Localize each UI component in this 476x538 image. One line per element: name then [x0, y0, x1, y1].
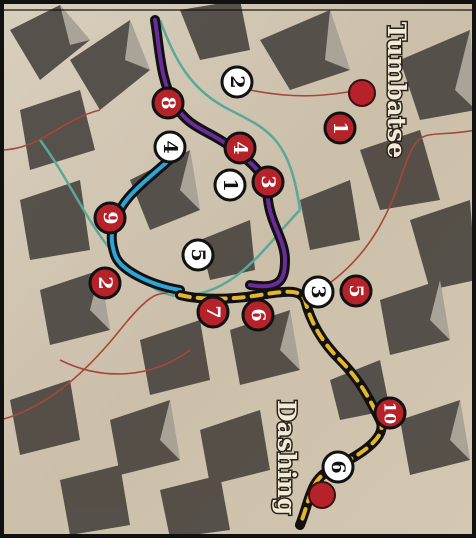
marker-white-6[interactable]: 6 — [321, 450, 355, 484]
marker-red-5[interactable]: 5 — [339, 274, 373, 308]
svg-text:4: 4 — [159, 140, 181, 153]
svg-text:5: 5 — [345, 284, 367, 297]
label-tumbatse: Tumbatse — [382, 22, 411, 158]
svg-text:10: 10 — [381, 402, 400, 424]
svg-text:2: 2 — [94, 276, 116, 289]
marker-red-7[interactable]: 7 — [196, 295, 230, 329]
marker-red-3[interactable]: 3 — [251, 165, 285, 199]
rivers — [38, 19, 302, 298]
svg-text:4: 4 — [229, 141, 251, 154]
marker-red-2[interactable]: 2 — [88, 266, 122, 300]
svg-text:3: 3 — [257, 175, 279, 188]
marker-white-3[interactable]: 3 — [301, 275, 335, 309]
svg-text:7: 7 — [202, 305, 224, 318]
svg-text:6: 6 — [247, 308, 269, 321]
marker-red-8[interactable]: 8 — [151, 86, 185, 120]
svg-text:2: 2 — [226, 75, 248, 88]
marker-red-4[interactable]: 4 — [223, 131, 257, 165]
svg-text:5: 5 — [187, 248, 209, 261]
marker-white-1[interactable]: 1 — [213, 168, 247, 202]
svg-text:6: 6 — [327, 460, 349, 473]
svg-text:3: 3 — [307, 285, 329, 298]
mountain-highlights — [60, 5, 476, 460]
marker-white-5[interactable]: 5 — [181, 238, 215, 272]
svg-text:1: 1 — [219, 178, 241, 191]
town-dot-tumbatse[interactable] — [348, 79, 376, 107]
roads — [0, 89, 476, 421]
marker-red-10[interactable]: 10 — [373, 396, 407, 430]
marker-white-2[interactable]: 2 — [220, 65, 254, 99]
label-dashing: Dashing — [272, 400, 301, 515]
marker-red-1[interactable]: 1 — [323, 111, 357, 145]
svg-text:1: 1 — [329, 121, 351, 134]
svg-text:9: 9 — [99, 211, 121, 224]
town-dot-dashing[interactable] — [308, 481, 336, 509]
svg-text:8: 8 — [157, 96, 179, 109]
marker-red-9[interactable]: 9 — [93, 201, 127, 235]
marker-white-4[interactable]: 4 — [153, 130, 187, 164]
marker-red-6[interactable]: 6 — [241, 298, 275, 332]
